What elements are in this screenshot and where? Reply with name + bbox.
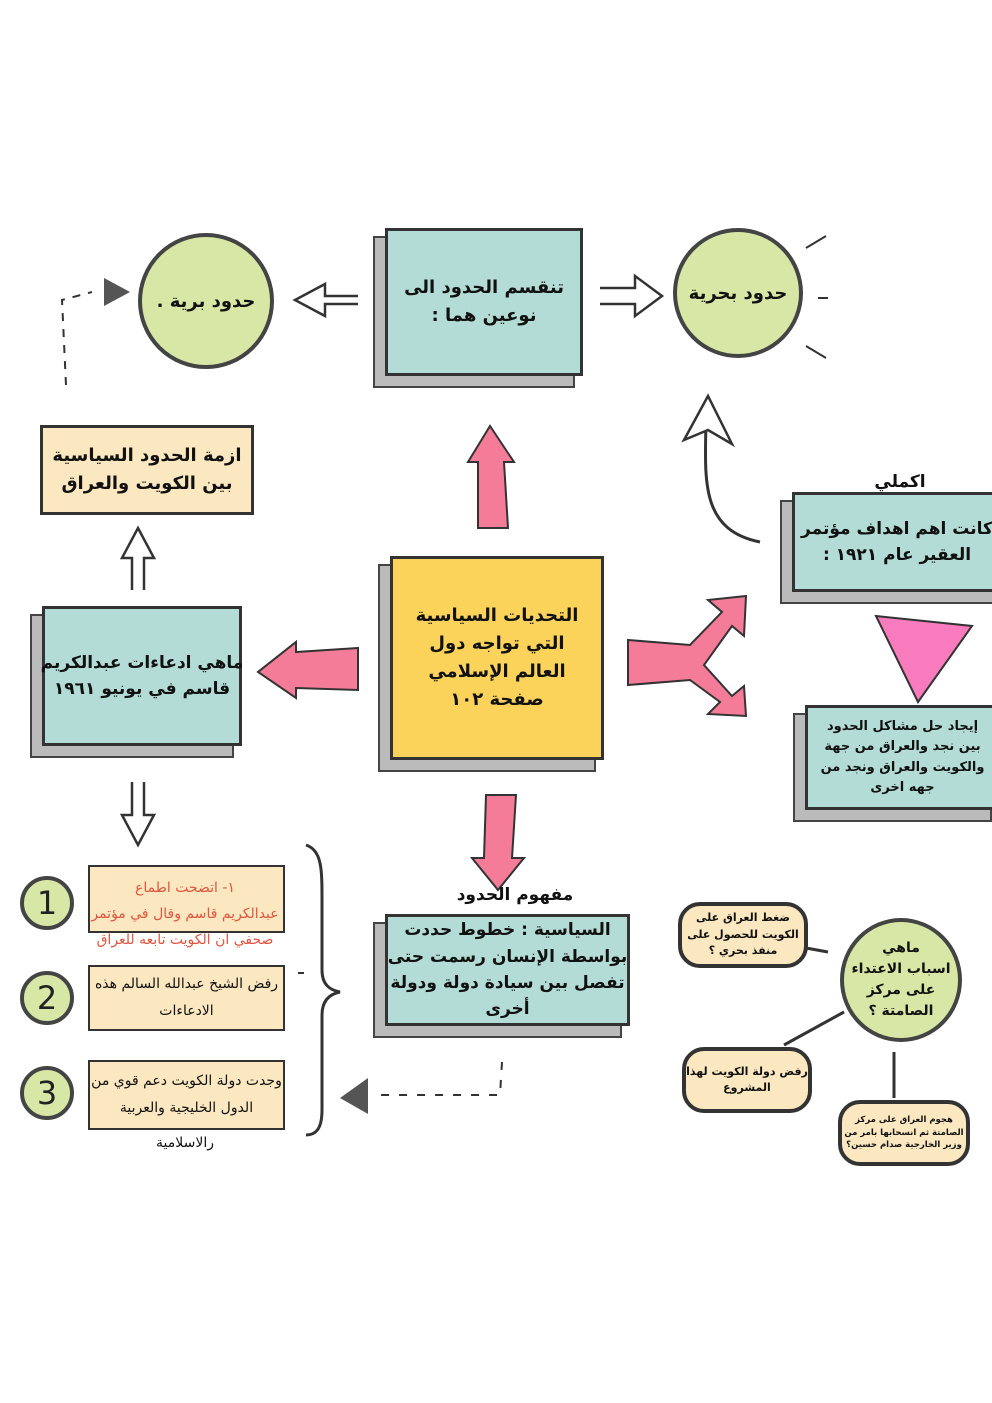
brace <box>305 843 341 1137</box>
number-badge-1: 1 <box>20 876 74 930</box>
text-line: العالم الإسلامي <box>428 661 566 682</box>
text-line: الدول الخليجية والعربية <box>119 1100 254 1116</box>
pressure-bubble: ضغط العراق على الكويت للحصول على منفذ بحري… <box>678 902 808 968</box>
claims-box: ماهي ادعاءات عبدالكريم قاسم في يونيو ١٩٦١ <box>40 606 244 746</box>
text-line: أخرى <box>485 999 530 1020</box>
complete-label: اكملي <box>874 472 926 492</box>
item-box-3: وجدت دولة الكويت دعم قوي من الدول الخليجي… <box>88 1060 285 1130</box>
uqair-box: كانت اهم اهداف مؤتمر العقير عام ١٩٢١ : <box>792 492 992 592</box>
hollow-arrow-down <box>119 782 157 848</box>
text-line: صحفي ان الكويت تابعه للعراق <box>96 931 274 948</box>
number-badge-3: 3 <box>20 1066 74 1120</box>
text-line: اسباب الاعتداء <box>851 961 951 977</box>
text-line: على مركز <box>866 982 936 998</box>
uqair-answer-box: إيجاد حل مشاكل الحدود بين نجد والعراق من … <box>805 705 992 810</box>
arrowhead-icon <box>104 278 130 306</box>
hollow-arrow-up <box>119 525 157 590</box>
item-3-continuation: رالاسلامية <box>156 1135 214 1151</box>
magenta-arrow-down <box>874 614 974 704</box>
text-line: التي تواجه دول <box>429 633 565 655</box>
center-topic-box: التحديات السياسية التي تواجه دول العالم ال… <box>390 556 604 760</box>
text-line: ماهي <box>882 940 920 956</box>
text-line: وجدت دولة الكويت دعم قوي من <box>91 1073 282 1090</box>
text-line: ماهي ادعاءات عبدالكريم <box>40 652 244 673</box>
text-line: وزير الخارجية صدام حسين؟ <box>846 1140 962 1151</box>
text-line: الصامتة ثم انسحابها بامر من <box>844 1127 964 1138</box>
dashed-connector <box>380 1061 503 1096</box>
text-line: عبدالكريم قاسم وقال في مؤتمر <box>91 905 279 922</box>
land-borders-label: حدود برية . <box>156 290 256 312</box>
sea-borders-label: حدود بحرية <box>688 282 788 304</box>
text-line: نوعين هما : <box>431 305 537 326</box>
text-line: الصامتة ؟ <box>868 1003 934 1019</box>
samita-question-circle: ماهي اسباب الاعتداء على مركز الصامتة ؟ <box>840 918 962 1042</box>
text-line: التحديات السياسية <box>415 605 579 627</box>
text-line: ١- اتضحت اطماع <box>135 880 235 896</box>
item-box-2: رفض الشيخ عبدالله السالم هذه الادعاءات <box>88 965 285 1031</box>
text-line: الكويت للحصول على <box>687 927 799 941</box>
crisis-box: ازمة الحدود السياسية بين الكويت والعراق <box>40 425 254 515</box>
concept-box: السياسية : خطوط حددت بواسطة الإنسان رسمت … <box>385 914 630 1026</box>
text-line: منفذ بحري ؟ <box>708 944 778 958</box>
text-line: والكويت والعراق ونجد من <box>820 759 985 775</box>
sun-rays-icon <box>805 235 828 359</box>
land-borders-circle: حدود برية . <box>138 233 274 369</box>
sea-borders-circle: حدود بحرية <box>673 228 803 358</box>
text-line: رفض دولة الكويت لهذا <box>686 1064 808 1078</box>
number-badge-2: 2 <box>20 971 74 1025</box>
item-text-1: ١- اتضحت اطماع عبدالكريم قاسم وقال في مؤت… <box>70 876 300 954</box>
pink-split-arrow <box>627 594 748 718</box>
text-line: رفض الشيخ عبدالله السالم هذه <box>94 976 279 993</box>
text-line: بواسطة الإنسان رسمت حتى <box>387 946 628 967</box>
text-line: بين الكويت والعراق <box>61 473 233 494</box>
text-line: قاسم في يونيو ١٩٦١ <box>53 679 231 699</box>
attack-bubble: هجوم العراق على مركز الصامتة ثم انسحابها … <box>838 1100 970 1166</box>
text-line: ضغط العراق على <box>696 911 790 925</box>
text-line: كانت اهم اهداف مؤتمر <box>801 518 992 539</box>
dashed-connector <box>60 291 93 386</box>
text-line: العقير عام ١٩٢١ : <box>822 545 972 565</box>
pink-arrow-left <box>256 639 359 700</box>
concept-label: مفهوم الحدود <box>456 885 574 905</box>
pink-arrow-down <box>469 794 527 892</box>
refusal-bubble: رفض دولة الكويت لهذا المشروع <box>682 1047 812 1113</box>
text-line: هجوم العراق على مركز <box>855 1114 953 1125</box>
samita-connectors <box>783 946 896 1098</box>
item-box-1 <box>88 865 285 933</box>
text-line: تنقسم الحدود الى <box>404 277 564 299</box>
text-line: السياسية : خطوط حددت <box>404 920 611 941</box>
text-line: تفصل بين سيادة دولة ودولة <box>390 973 625 993</box>
text-line: صفحة ١٠٢ <box>450 688 544 710</box>
hollow-arrow-right <box>600 273 665 319</box>
pink-arrow-up <box>466 424 516 529</box>
text-line: جهه اخرى <box>870 779 935 795</box>
text-line: المشروع <box>723 1081 771 1094</box>
curved-arrow <box>703 419 761 544</box>
text-line: ازمة الحدود السياسية <box>52 445 242 467</box>
text-line: إيجاد حل مشاكل الحدود <box>826 719 979 735</box>
text-line: الادعاءات <box>159 1003 214 1019</box>
arrowhead-icon <box>681 393 735 448</box>
text-line: بين نجد والعراق من جهة <box>824 739 981 755</box>
border-types-box: تنقسم الحدود الى نوعين هما : <box>385 228 583 376</box>
arrowhead-icon <box>340 1078 368 1114</box>
hollow-arrow-left <box>292 281 358 319</box>
